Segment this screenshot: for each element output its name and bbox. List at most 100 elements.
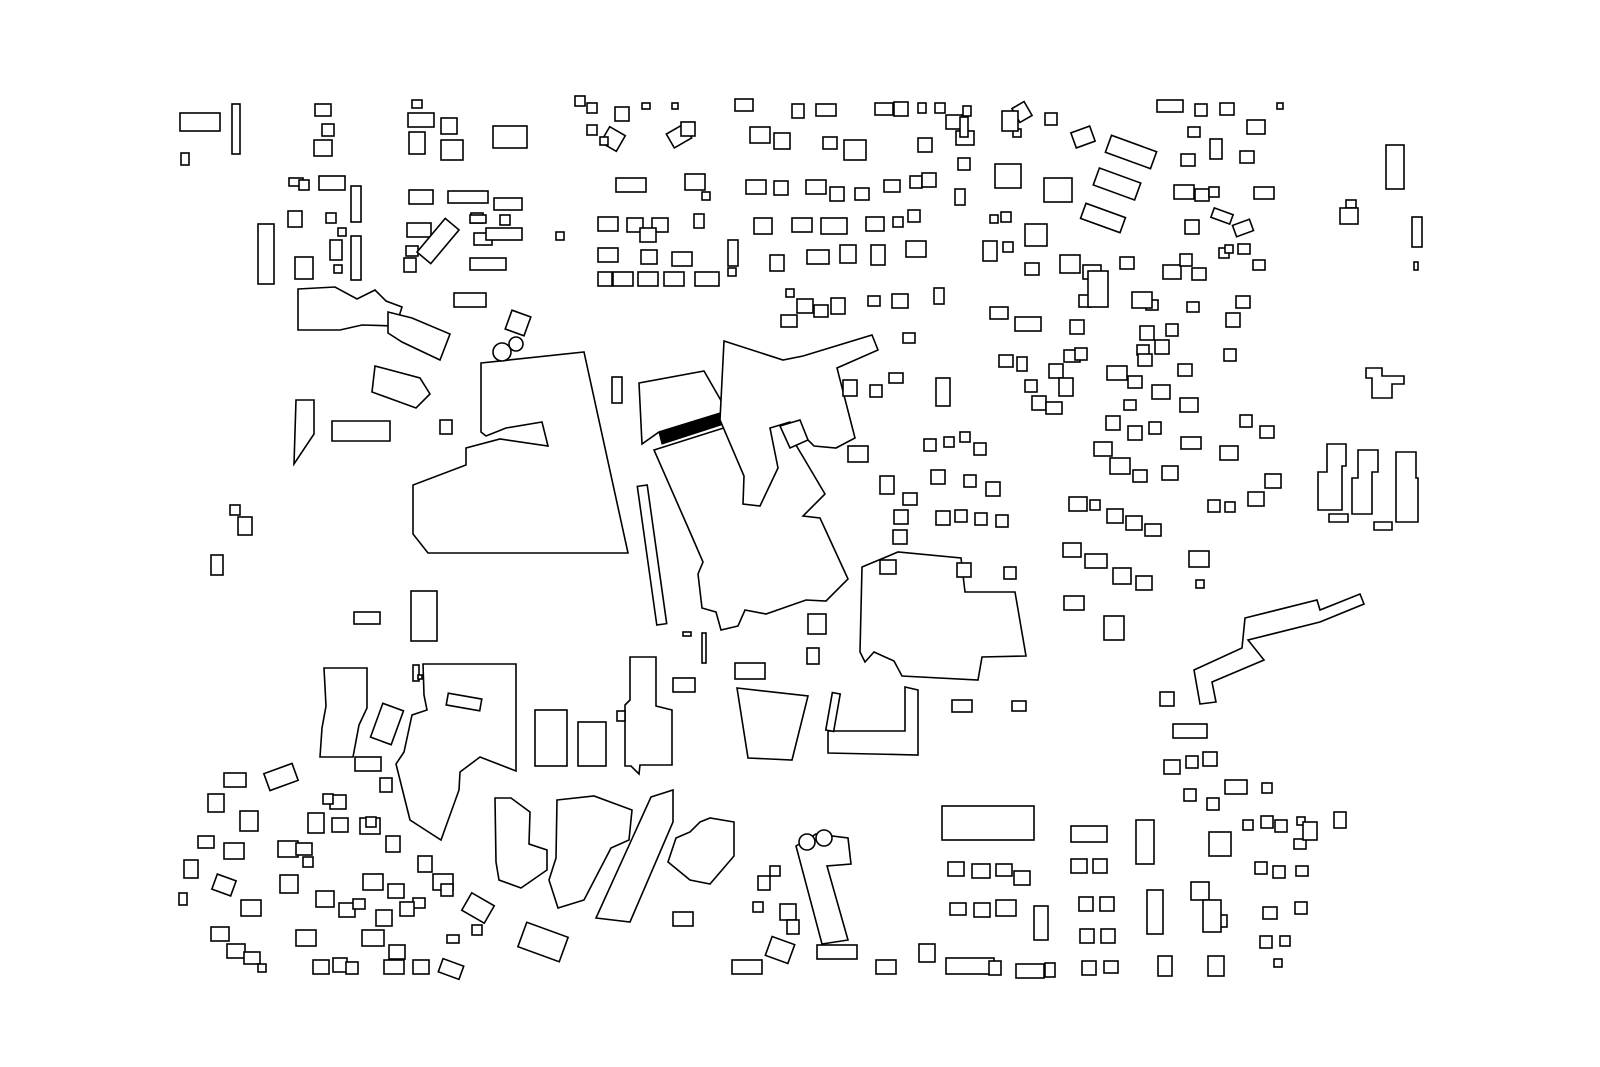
building-footprint [1180, 153, 1196, 167]
building-footprint [892, 216, 904, 228]
building-footprint [1106, 508, 1124, 524]
building-footprint [663, 271, 685, 287]
building-footprint [994, 163, 1022, 189]
building-footprint [534, 709, 568, 767]
building-footprint [239, 810, 259, 832]
building-footprint [1219, 445, 1239, 461]
building-footprint [1339, 207, 1359, 225]
building-footprint [1163, 759, 1181, 775]
building-footprint [338, 902, 356, 918]
building-footprint [237, 516, 253, 536]
building-footprint [516, 921, 570, 963]
building-footprint [439, 419, 453, 435]
building-footprint [1151, 384, 1171, 400]
building-footprint [1239, 150, 1255, 164]
building-footprint [778, 419, 810, 450]
building-footprint [1242, 819, 1254, 831]
building-footprint [1195, 579, 1205, 589]
building-footprint [1345, 199, 1357, 209]
building-footprint [375, 909, 393, 927]
building-footprint [824, 691, 842, 733]
building-footprint [313, 139, 333, 157]
building-footprint [1224, 779, 1248, 795]
building-footprint [369, 702, 405, 746]
building-footprint [615, 177, 647, 193]
silo [798, 833, 816, 851]
building-footprint [1135, 575, 1153, 591]
building-footprint [1024, 379, 1038, 393]
building-footprint [1044, 962, 1056, 978]
building-footprint [757, 875, 771, 891]
building-footprint [345, 961, 359, 975]
building-footprint [1202, 899, 1222, 933]
building-footprint [875, 959, 897, 975]
building-footprint [867, 295, 881, 307]
building-footprint [1247, 491, 1265, 507]
building-footprint [1146, 889, 1164, 935]
building-footprint [989, 214, 999, 224]
building-footprint [1148, 421, 1162, 435]
building-footprint [830, 297, 846, 315]
building-footprint [447, 190, 489, 204]
building-footprint [974, 512, 988, 526]
building-footprint [891, 293, 909, 309]
building-footprint [183, 859, 199, 879]
building-footprint [597, 271, 613, 287]
building-footprint [806, 249, 830, 265]
building-footprint [749, 126, 771, 144]
building-footprint [684, 173, 706, 191]
building-footprint [1194, 188, 1210, 202]
building-footprint [1351, 449, 1379, 515]
building-footprint [1172, 723, 1208, 739]
building-footprint [918, 943, 936, 963]
building-footprint [672, 677, 696, 693]
building-footprint [1202, 751, 1218, 767]
building-footprint [779, 903, 797, 921]
building-footprint [223, 772, 247, 788]
building-footprint [1328, 513, 1349, 523]
building-footprint [1253, 186, 1275, 200]
building-footprint [636, 484, 668, 626]
building-footprint [822, 136, 838, 150]
building-footprint [909, 175, 923, 189]
building-footprint [331, 817, 349, 833]
central-building [667, 817, 735, 885]
building-footprint [971, 863, 991, 879]
building-footprint [1123, 399, 1137, 411]
building-footprint [1089, 499, 1101, 511]
building-footprint [332, 957, 348, 973]
building-footprint [959, 431, 971, 443]
building-footprint [1157, 955, 1173, 977]
building-footprint [941, 805, 1035, 841]
building-footprint [806, 647, 820, 665]
building-footprint [314, 103, 332, 117]
building-footprint [1224, 244, 1234, 254]
building-footprint [1193, 592, 1366, 705]
building-footprint [1058, 377, 1074, 397]
building-footprint [995, 899, 1017, 917]
building-footprint [405, 245, 419, 257]
building-footprint [365, 816, 377, 828]
building-footprint [1087, 270, 1109, 308]
building-footprint [907, 209, 921, 223]
building-footprint [1084, 553, 1108, 569]
building-footprint [1413, 261, 1419, 271]
building-footprint [1031, 395, 1047, 411]
building-footprint [257, 223, 275, 285]
building-footprint [1154, 339, 1170, 355]
building-footprint [892, 529, 908, 545]
building-footprint [734, 662, 766, 680]
building-footprint [764, 935, 796, 965]
building-footprint [727, 239, 739, 267]
building-footprint [1260, 815, 1274, 829]
building-footprint [1119, 256, 1135, 270]
building-footprint [641, 102, 651, 110]
building-footprint [294, 256, 314, 280]
building-footprint [917, 102, 927, 114]
building-footprint [1225, 312, 1241, 328]
building-footprint [406, 222, 432, 238]
central-building [548, 795, 633, 909]
building-footprint [337, 227, 347, 237]
building-footprint [785, 288, 795, 298]
building-footprint [1231, 218, 1255, 238]
